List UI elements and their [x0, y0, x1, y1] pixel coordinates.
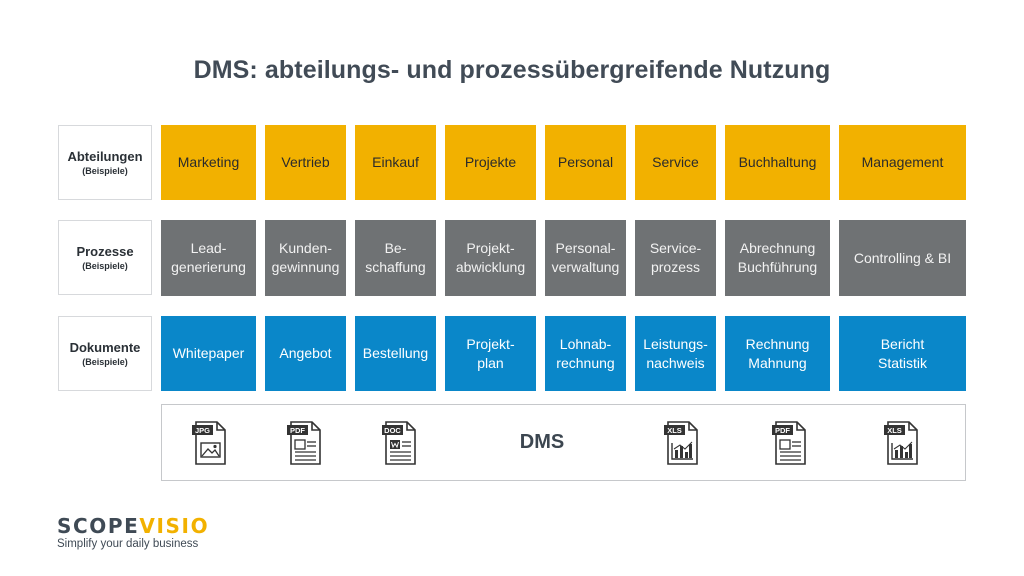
- process-cell: Personal- verwaltung: [545, 220, 626, 296]
- department-cell: Marketing: [161, 125, 256, 200]
- pdf-file-icon: PDF: [287, 421, 321, 465]
- image-file-icon: JPG: [192, 421, 226, 465]
- file-tag: PDF: [775, 426, 790, 435]
- row-label-prozesse: Prozesse (Beispiele): [58, 220, 152, 295]
- process-cell: Lead- generierung: [161, 220, 256, 296]
- department-cell: Vertrieb: [265, 125, 346, 200]
- row-label-abteilungen: Abteilungen (Beispiele): [58, 125, 152, 200]
- document-cell: Whitepaper: [161, 316, 256, 391]
- department-cell: Personal: [545, 125, 626, 200]
- scopevisio-logo: SCOPEVISIO: [57, 514, 209, 538]
- row-sublabel-text: (Beispiele): [82, 166, 128, 176]
- logo-tagline: Simplify your daily business: [57, 538, 199, 550]
- row-sublabel-text: (Beispiele): [82, 357, 128, 367]
- row-sublabel-text: (Beispiele): [82, 261, 128, 271]
- row-label-text: Abteilungen: [67, 149, 143, 164]
- row-label-dokumente: Dokumente (Beispiele): [58, 316, 152, 391]
- row-label-text: Prozesse: [76, 244, 134, 259]
- document-cell: Rechnung Mahnung: [725, 316, 830, 391]
- process-cell: Controlling & BI: [839, 220, 966, 296]
- document-cell: Leistungs- nachweis: [635, 316, 716, 391]
- dms-label: DMS: [519, 431, 565, 453]
- file-tag: PDF: [290, 426, 305, 435]
- doc-file-icon: DOC: [382, 421, 416, 465]
- process-cell: Projekt- abwicklung: [445, 220, 536, 296]
- diagram-title: DMS: abteilungs- und prozessübergreifend…: [193, 56, 831, 84]
- document-cell: Bericht Statistik: [839, 316, 966, 391]
- department-cell: Einkauf: [355, 125, 436, 200]
- process-cell: Be- schaffung: [355, 220, 436, 296]
- xls-file-icon: XLS: [664, 421, 698, 465]
- document-cell: Lohnab- rechnung: [545, 316, 626, 391]
- file-tag: XLS: [667, 426, 682, 435]
- department-cell: Projekte: [445, 125, 536, 200]
- file-tag: JPG: [195, 426, 210, 435]
- document-cell: Projekt- plan: [445, 316, 536, 391]
- logo-part-2: VISIO: [139, 514, 210, 538]
- document-cell: Bestellung: [355, 316, 436, 391]
- xls-file-icon: XLS: [884, 421, 918, 465]
- row-label-text: Dokumente: [69, 340, 141, 355]
- department-cell: Service: [635, 125, 716, 200]
- department-cell: Management: [839, 125, 966, 200]
- process-cell: Service- prozess: [635, 220, 716, 296]
- department-cell: Buchhaltung: [725, 125, 830, 200]
- pdf-file-icon: PDF: [772, 421, 806, 465]
- file-tag: DOC: [384, 426, 401, 435]
- logo-part-1: SCOPE: [57, 514, 140, 538]
- document-cell: Angebot: [265, 316, 346, 391]
- file-tag: XLS: [887, 426, 902, 435]
- process-cell: Kunden- gewinnung: [265, 220, 346, 296]
- process-cell: Abrechnung Buchführung: [725, 220, 830, 296]
